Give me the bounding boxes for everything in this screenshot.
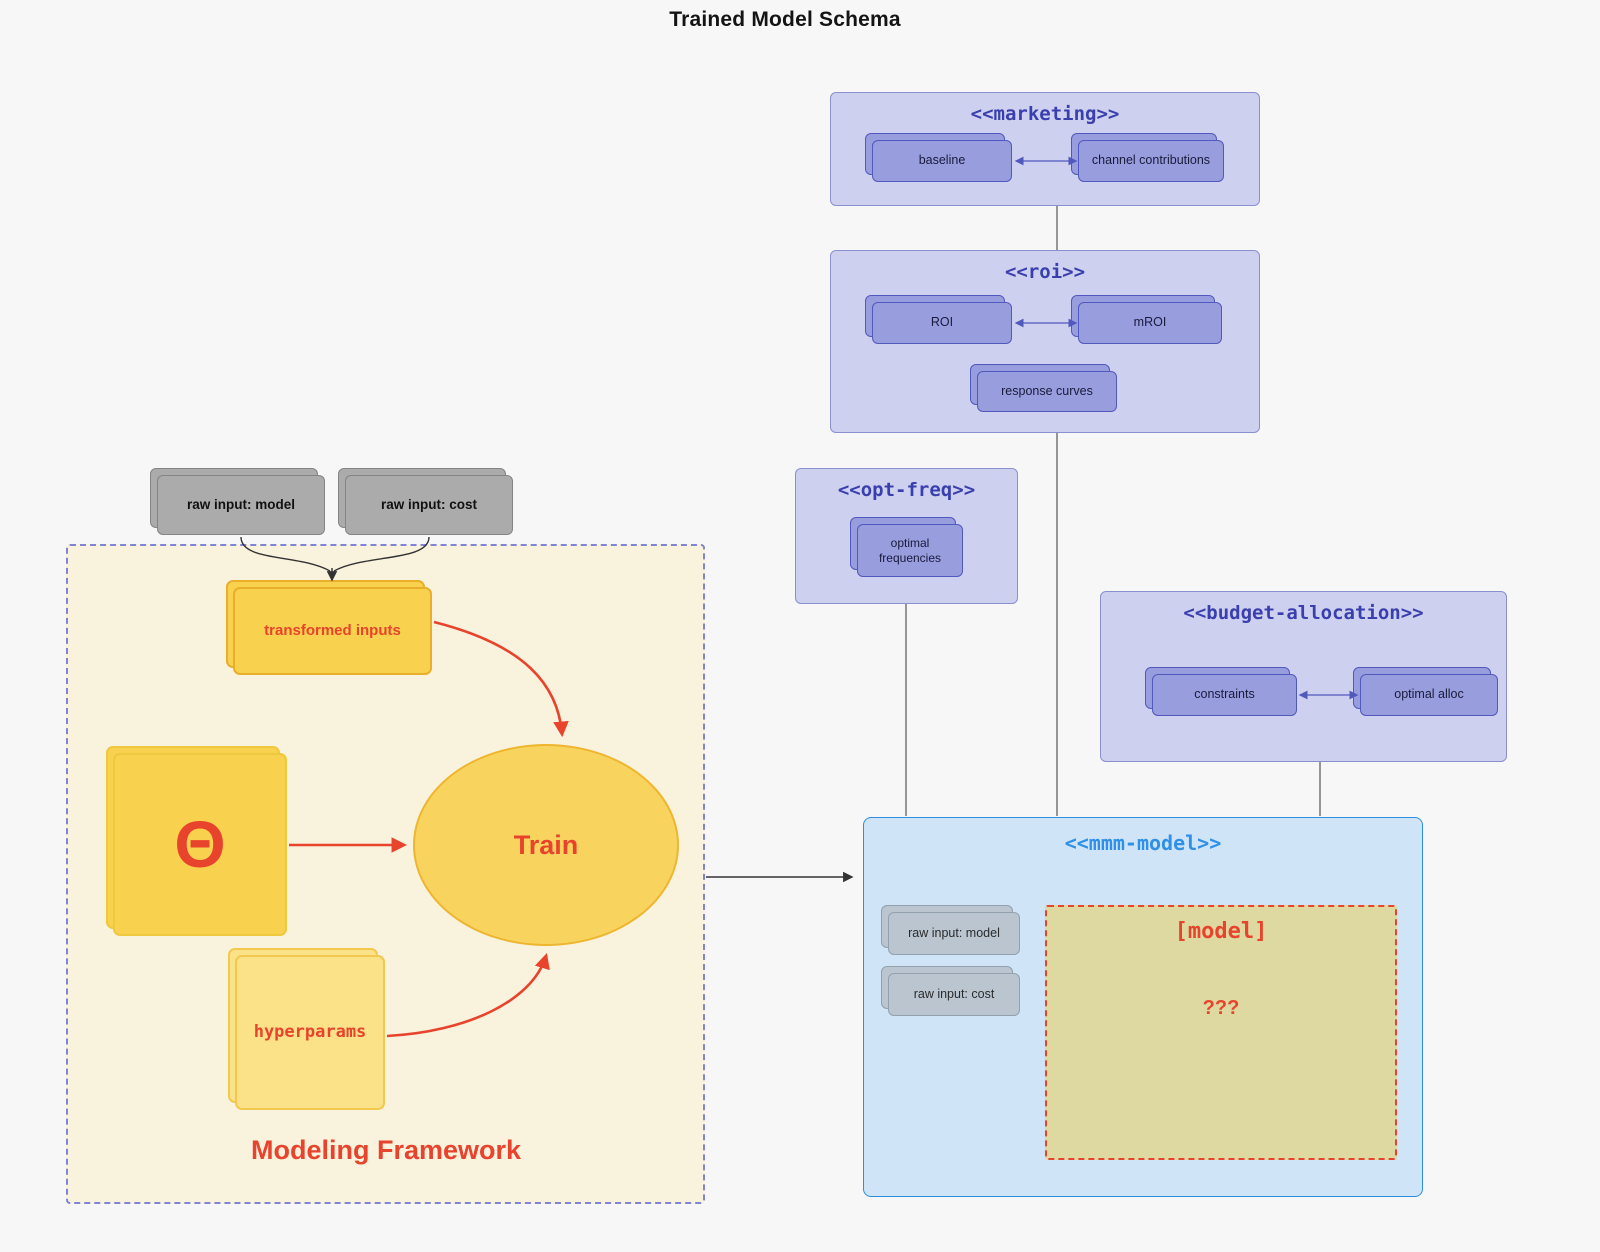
model-dashed-box: [model] ??? — [1045, 905, 1397, 1160]
card-constraints: constraints — [1145, 667, 1297, 716]
theta-glyph: Θ — [113, 753, 287, 936]
card-theta: Θ — [106, 746, 287, 936]
card-label: raw input: cost — [345, 475, 513, 535]
card-mroi: mROI — [1071, 295, 1222, 344]
card-label: hyperparams — [235, 955, 385, 1110]
card-response-curves: response curves — [970, 364, 1117, 412]
train-label: Train — [513, 829, 579, 860]
card-label: raw input: model — [888, 912, 1020, 955]
container-roi-title: <<roi>> — [1004, 261, 1086, 283]
card-baseline: baseline — [865, 133, 1012, 182]
model-box-placeholder: ??? — [1202, 997, 1240, 1019]
container-marketing-title: <<marketing>> — [970, 103, 1120, 125]
card-label: optimal alloc — [1360, 674, 1498, 716]
card-raw-input-cost: raw input: cost — [338, 468, 513, 535]
modeling-framework-label: Modeling Framework — [250, 1135, 522, 1165]
card-label: channel contributions — [1078, 140, 1224, 182]
card-optimal-alloc: optimal alloc — [1353, 667, 1498, 716]
card-transformed-inputs: transformed inputs — [226, 580, 432, 675]
card-optimal-frequencies: optimal frequencies — [850, 517, 963, 577]
container-opt-freq-title: <<opt-freq>> — [837, 479, 976, 501]
card-label: raw input: cost — [888, 973, 1020, 1016]
model-box-label: [model] — [1174, 919, 1268, 944]
card-raw-input-model-mmm: raw input: model — [881, 905, 1020, 955]
card-hyperparams: hyperparams — [228, 948, 385, 1110]
card-label: constraints — [1152, 674, 1297, 716]
card-label: mROI — [1078, 302, 1222, 344]
card-label: ROI — [872, 302, 1012, 344]
card-channel-contributions: channel contributions — [1071, 133, 1224, 182]
card-raw-input-model: raw input: model — [150, 468, 325, 535]
card-label: transformed inputs — [233, 587, 432, 675]
card-raw-input-cost-mmm: raw input: cost — [881, 966, 1020, 1016]
page-title: Trained Model Schema — [669, 8, 901, 31]
card-roi: ROI — [865, 295, 1012, 344]
container-budget-allocation-title: <<budget-allocation>> — [1183, 602, 1424, 624]
card-label: optimal frequencies — [857, 524, 963, 577]
card-label: raw input: model — [157, 475, 325, 535]
card-label: baseline — [872, 140, 1012, 182]
card-label: response curves — [977, 371, 1117, 412]
train-ellipse: Train — [413, 744, 679, 946]
container-mmm-model-title: <<mmm-model>> — [1064, 831, 1222, 855]
